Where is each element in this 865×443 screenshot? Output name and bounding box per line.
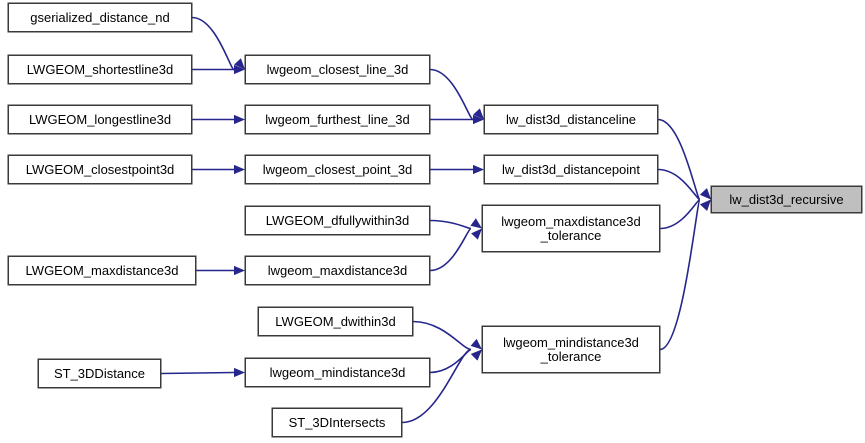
graph-edge-lwgeom_maxdistance3d_tolerance-to-lw_dist3d_recursive [659, 198, 701, 230]
graph-node-label: lw_dist3d_recursive [729, 191, 844, 207]
graph-node-label: lwgeom_closest_line_3d [266, 61, 409, 77]
graph-node-lwgeom_mindistance3d[interactable]: lwgeom_mindistance3d [245, 358, 430, 387]
graph-edge-arrowhead [234, 367, 245, 378]
graph-node-label: LWGEOM_longestline3d [28, 111, 172, 127]
graph-edge-arrowhead [234, 164, 245, 175]
graph-node-LWGEOM_shortestline3d[interactable]: LWGEOM_shortestline3d [8, 55, 192, 84]
graph-node-gserialized_distance_nd[interactable]: gserialized_distance_nd [8, 3, 192, 32]
graph-node-lw_dist3d_distancepoint[interactable]: lw_dist3d_distancepoint [484, 155, 658, 184]
graph-edge-arrowhead [234, 265, 245, 276]
graph-node-label: lwgeom_closest_point_3d [262, 161, 413, 177]
graph-node-LWGEOM_maxdistance3d[interactable]: LWGEOM_maxdistance3d [8, 256, 196, 285]
graph-edge-arrowhead [473, 114, 484, 125]
graph-node-ST_3DIntersects[interactable]: ST_3DIntersects [272, 408, 402, 437]
graph-node-label: lwgeom_mindistance3d _tolerance [503, 334, 639, 364]
graph-edge-LWGEOM_dwithin3d-to-lwgeom_mindistance3d_tolerance [412, 320, 472, 351]
graph-node-lwgeom_closest_point_3d[interactable]: lwgeom_closest_point_3d [245, 155, 430, 184]
graph-edge-ST_3DDistance-to-lwgeom_mindistance3d [160, 371, 235, 375]
graph-edge-lw_dist3d_distanceline-to-lw_dist3d_recursive [657, 118, 701, 201]
graph-node-label: lw_dist3d_distanceline [505, 111, 637, 127]
graph-node-lwgeom_furthest_line_3d[interactable]: lwgeom_furthest_line_3d [245, 105, 430, 134]
graph-node-LWGEOM_dwithin3d[interactable]: LWGEOM_dwithin3d [258, 307, 413, 336]
graph-edge-lwgeom_closest_line_3d-to-lw_dist3d_distanceline [429, 68, 474, 121]
graph-node-label: lwgeom_mindistance3d [269, 364, 406, 380]
graph-node-label: lwgeom_maxdistance3d [267, 262, 408, 278]
graph-node-label: LWGEOM_maxdistance3d [25, 262, 179, 278]
graph-node-label: LWGEOM_dfullywithin3d [265, 212, 410, 228]
graph-edge-gserialized_distance_nd-to-lwgeom_closest_line_3d [191, 16, 235, 71]
graph-node-label: LWGEOM_dwithin3d [275, 313, 396, 329]
graph-node-label: LWGEOM_shortestline3d [26, 61, 174, 77]
graph-node-label: ST_3DDistance [53, 365, 146, 381]
graph-node-LWGEOM_longestline3d[interactable]: LWGEOM_longestline3d [8, 105, 192, 134]
graph-edge-lwgeom_mindistance3d_tolerance-to-lw_dist3d_recursive [659, 198, 701, 351]
graph-edge-lwgeom_mindistance3d-to-lwgeom_mindistance3d_tolerance [429, 348, 472, 374]
graph-node-label: lwgeom_furthest_line_3d [265, 111, 410, 127]
graph-edge-lw_dist3d_distancepoint-to-lw_dist3d_recursive [657, 168, 701, 201]
graph-node-lwgeom_maxdistance3d[interactable]: lwgeom_maxdistance3d [245, 256, 430, 285]
graph-node-label: lw_dist3d_distancepoint [501, 161, 641, 177]
graph-node-ST_3DDistance[interactable]: ST_3DDistance [38, 359, 161, 388]
graph-node-lwgeom_mindistance3d_tolerance[interactable]: lwgeom_mindistance3d _tolerance [482, 326, 660, 373]
graph-node-lwgeom_maxdistance3d_tolerance[interactable]: lwgeom_maxdistance3d _tolerance [482, 205, 660, 252]
graph-node-LWGEOM_dfullywithin3d[interactable]: LWGEOM_dfullywithin3d [245, 206, 430, 235]
graph-edge-LWGEOM_dfullywithin3d-to-lwgeom_maxdistance3d_tolerance [429, 219, 472, 230]
graph-node-label: gserialized_distance_nd [30, 9, 170, 25]
graph-node-LWGEOM_closestpoint3d[interactable]: LWGEOM_closestpoint3d [8, 155, 192, 184]
graph-node-label: ST_3DIntersects [288, 414, 386, 430]
graph-edge-lwgeom_maxdistance3d-to-lwgeom_maxdistance3d_tolerance [429, 227, 472, 272]
graph-node-label: LWGEOM_closestpoint3d [25, 161, 175, 177]
graph-node-lw_dist3d_distanceline[interactable]: lw_dist3d_distanceline [484, 105, 658, 134]
graph-node-lwgeom_closest_line_3d[interactable]: lwgeom_closest_line_3d [245, 55, 430, 84]
graph-edge-arrowhead [473, 164, 484, 175]
graph-edge-arrowhead [234, 114, 245, 125]
graph-node-lw_dist3d_recursive[interactable]: lw_dist3d_recursive [711, 186, 862, 213]
graph-edge-arrowhead [234, 64, 245, 75]
graph-node-label: lwgeom_maxdistance3d _tolerance [501, 213, 641, 243]
